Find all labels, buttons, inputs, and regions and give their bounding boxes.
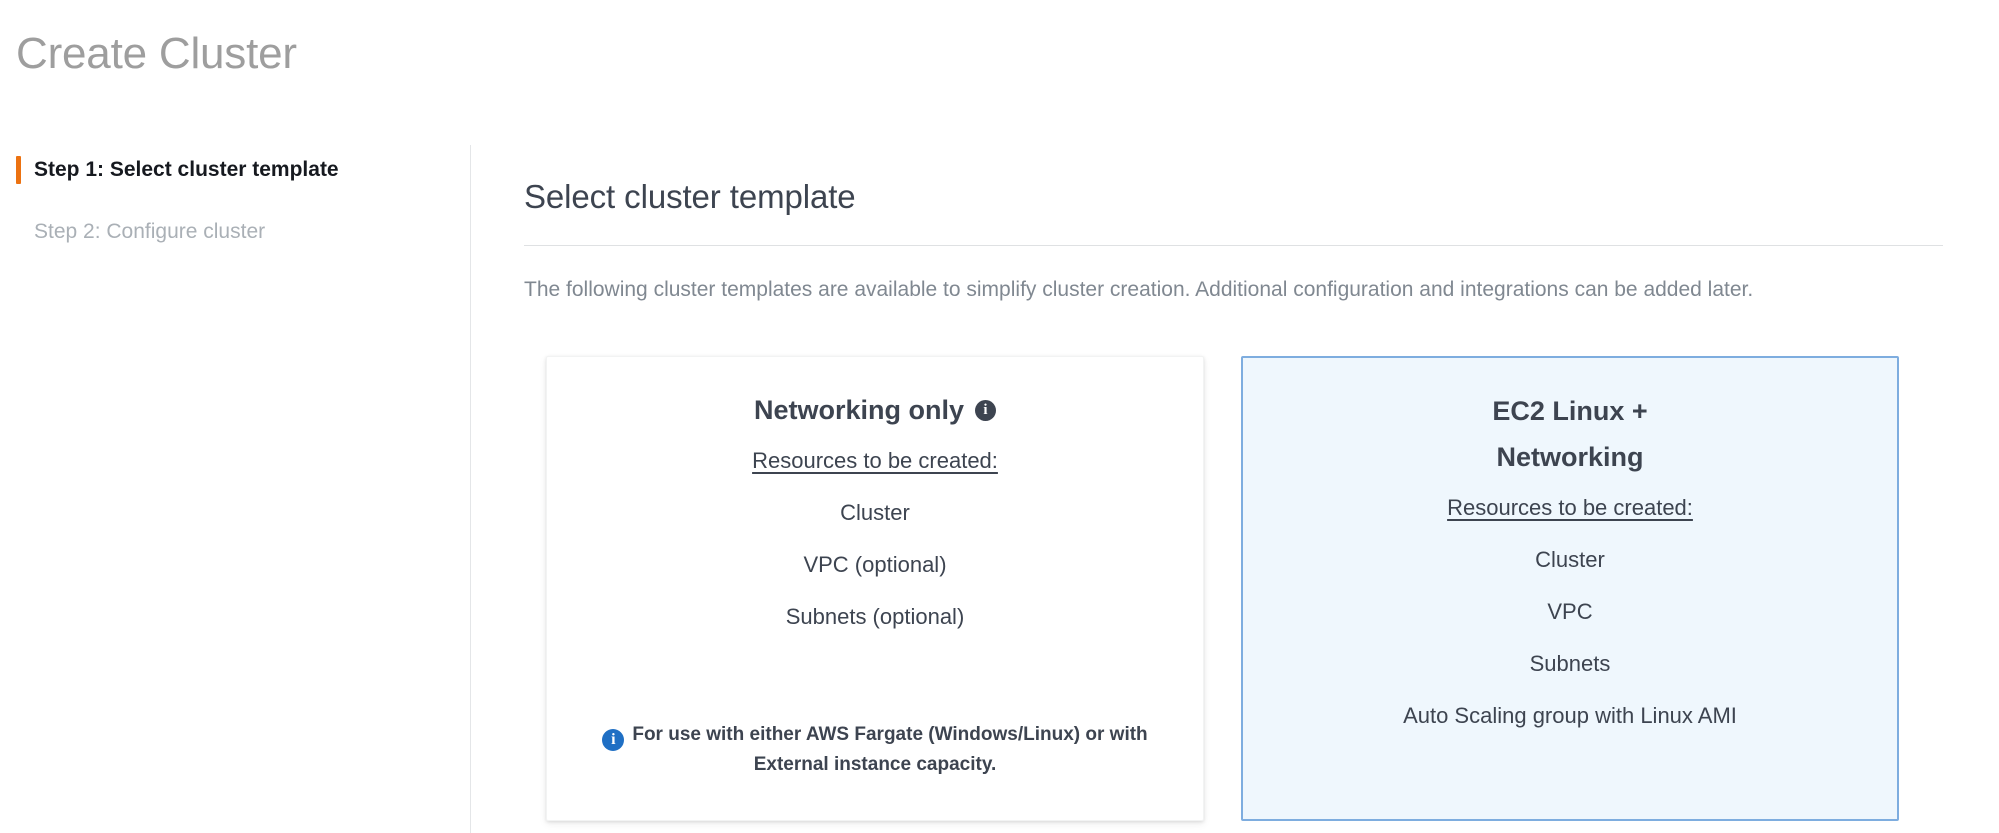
- card-note: i For use with either AWS Fargate (Window…: [595, 720, 1155, 796]
- sidebar-divider: [470, 145, 471, 833]
- resource-item: Cluster: [840, 500, 910, 525]
- template-card-list: Networking only i Resources to be create…: [546, 356, 1899, 821]
- resource-item: Subnets (optional): [785, 604, 965, 629]
- resource-item: VPC (optional): [803, 552, 947, 577]
- sidebar-step-1[interactable]: Step 1: Select cluster template: [0, 153, 470, 187]
- resource-item: VPC: [1547, 599, 1593, 624]
- resources-label: Resources to be created:: [1447, 495, 1693, 520]
- page-title: Create Cluster: [16, 29, 297, 78]
- resource-item: Auto Scaling group with Linux AMI: [1403, 703, 1737, 728]
- card-title: EC2 Linux + Networking: [1492, 388, 1647, 480]
- sidebar-step-2-label: Step 2: Configure cluster: [34, 220, 266, 243]
- main-content: Select cluster template The following cl…: [524, 150, 1999, 833]
- card-title-label: EC2 Linux + Networking: [1492, 396, 1648, 472]
- resource-item: Subnets: [1529, 651, 1611, 676]
- active-step-marker: [16, 156, 21, 184]
- template-card-ec2-linux-networking[interactable]: EC2 Linux + Networking Resources to be c…: [1241, 356, 1899, 821]
- resources-label: Resources to be created:: [752, 448, 998, 473]
- wizard-steps-sidebar: Step 1: Select cluster template Step 2: …: [0, 145, 470, 833]
- sidebar-step-1-label: Step 1: Select cluster template: [34, 158, 339, 181]
- card-note-text: For use with either AWS Fargate (Windows…: [632, 724, 1148, 775]
- card-title-label: Networking only: [753, 395, 964, 425]
- sidebar-step-2[interactable]: Step 2: Configure cluster: [0, 215, 470, 249]
- info-icon: i: [602, 729, 625, 751]
- card-title: Networking only i: [754, 387, 996, 433]
- info-icon[interactable]: i: [975, 399, 996, 421]
- resource-item: Cluster: [1535, 547, 1605, 572]
- template-card-networking-only[interactable]: Networking only i Resources to be create…: [546, 356, 1204, 821]
- section-description: The following cluster templates are avai…: [524, 277, 1754, 301]
- section-divider: [524, 244, 1943, 246]
- resource-list: Cluster VPC (optional) Subnets (optional…: [575, 475, 1175, 631]
- section-title: Select cluster template: [524, 178, 856, 216]
- resource-list: Cluster VPC Subnets Auto Scaling group w…: [1271, 522, 1869, 730]
